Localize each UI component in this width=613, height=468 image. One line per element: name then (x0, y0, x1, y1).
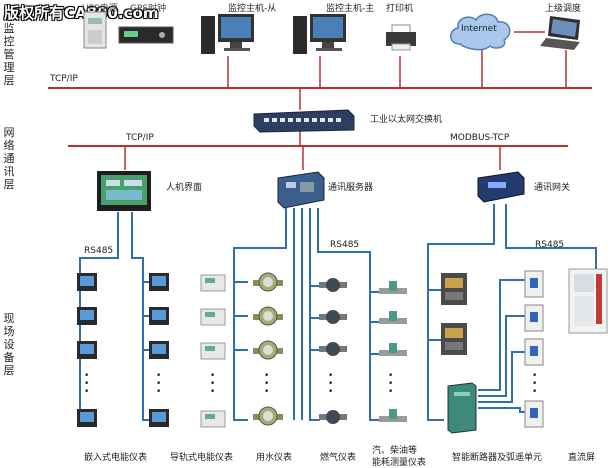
water-meter-icon (252, 340, 284, 366)
embedded-meter-icon (148, 340, 170, 364)
hmi-panel-icon (96, 170, 152, 216)
breaker-icon (440, 322, 468, 360)
mcb-icon (524, 338, 544, 370)
rail-meter-icon (200, 274, 226, 296)
label-breaker: 智能断路器及弧遥单元 (452, 453, 543, 463)
embedded-meter-icon (76, 272, 98, 296)
rail-meter-icon (200, 342, 226, 364)
gas-meter-icon (318, 308, 348, 330)
label-embedded-meter: 嵌入式电能仪表 (84, 453, 148, 463)
gateway-icon (474, 168, 526, 210)
embedded-meter-icon (76, 340, 98, 364)
embedded-meter-icon (148, 272, 170, 296)
rs485-label-c: RS485 (535, 240, 565, 250)
slave-host-label: 监控主机-从 (228, 4, 277, 14)
embedded-meter-icon (76, 408, 98, 432)
layer-label-monitor: 监控管理层 (3, 22, 15, 87)
ellipsis-icon: ••• (388, 371, 394, 397)
label-fuel-meter-2: 能耗测量仪表 (372, 458, 427, 468)
gateway-label: 通讯网关 (534, 183, 571, 193)
ellipsis-icon: ••• (328, 371, 334, 397)
ellipsis-icon: ••• (156, 371, 162, 397)
gas-meter-icon (318, 408, 348, 430)
modbus-label: MODBUS-TCP (450, 133, 510, 143)
remote-label: 上级调度 (545, 4, 582, 14)
dc-panel-icon (568, 268, 608, 338)
flowmeter-icon (378, 310, 408, 334)
gps-clock-icon (118, 24, 174, 50)
water-meter-icon (252, 272, 284, 298)
rail-meter-icon (200, 308, 226, 330)
label-rail-meter: 导轨式电能仪表 (170, 453, 234, 463)
master-host-label: 监控主机-主 (326, 4, 375, 14)
mcb-icon (524, 400, 544, 432)
tcpip-top-label: TCP/IP (50, 74, 78, 84)
rs485-label-b: RS485 (330, 240, 360, 250)
gas-meter-icon (318, 276, 348, 298)
label-fuel-meter-1: 汽、柴油等 (372, 446, 418, 456)
label-dc-panel: 直流屏 (568, 453, 596, 463)
layer-label-network: 网络通讯层 (3, 126, 15, 191)
switch-label: 工业以太网交换机 (370, 115, 443, 125)
internet-cloud-icon (446, 10, 516, 56)
embedded-meter-icon (148, 306, 170, 330)
flowmeter-icon (378, 342, 408, 366)
gas-meter-icon (318, 340, 348, 362)
internet-label: Internet (461, 24, 497, 34)
printer-label: 打印机 (386, 4, 414, 14)
slave-host-icon (200, 12, 256, 60)
watermark: 版权所有CA800.com (4, 4, 159, 22)
comm-server-icon (274, 170, 326, 214)
gps-label: GPS时钟 (130, 4, 167, 14)
printer-icon (384, 24, 418, 56)
ups-label: UPS电源 (82, 4, 118, 14)
mcb-icon (524, 304, 544, 336)
mcb-icon (524, 270, 544, 302)
rail-meter-icon (200, 410, 226, 432)
ups-device-icon (82, 10, 108, 54)
master-host-icon (292, 12, 348, 60)
ethernet-switch-icon (252, 108, 356, 138)
ellipsis-icon: ••• (210, 371, 216, 397)
water-meter-icon (252, 306, 284, 332)
control-unit-icon (446, 382, 478, 438)
ellipsis-icon: ••• (84, 371, 90, 397)
embedded-meter-icon (76, 306, 98, 330)
hmi-label: 人机界面 (166, 183, 203, 193)
label-water-meter: 用水仪表 (256, 453, 293, 463)
ellipsis-icon: ••• (264, 371, 270, 397)
flowmeter-icon (378, 408, 408, 432)
remote-laptop-icon (540, 14, 588, 56)
water-meter-icon (252, 406, 284, 432)
label-gas-meter: 燃气仪表 (320, 453, 357, 463)
ellipsis-icon: ••• (532, 371, 538, 397)
layer-label-field: 现场设备层 (3, 312, 15, 377)
breaker-icon (440, 272, 468, 310)
flowmeter-icon (378, 280, 408, 304)
tcpip-mid-label: TCP/IP (126, 133, 154, 143)
rs485-label-a: RS485 (84, 246, 114, 256)
embedded-meter-icon (148, 408, 170, 432)
comm-server-label: 通讯服务器 (328, 183, 374, 193)
